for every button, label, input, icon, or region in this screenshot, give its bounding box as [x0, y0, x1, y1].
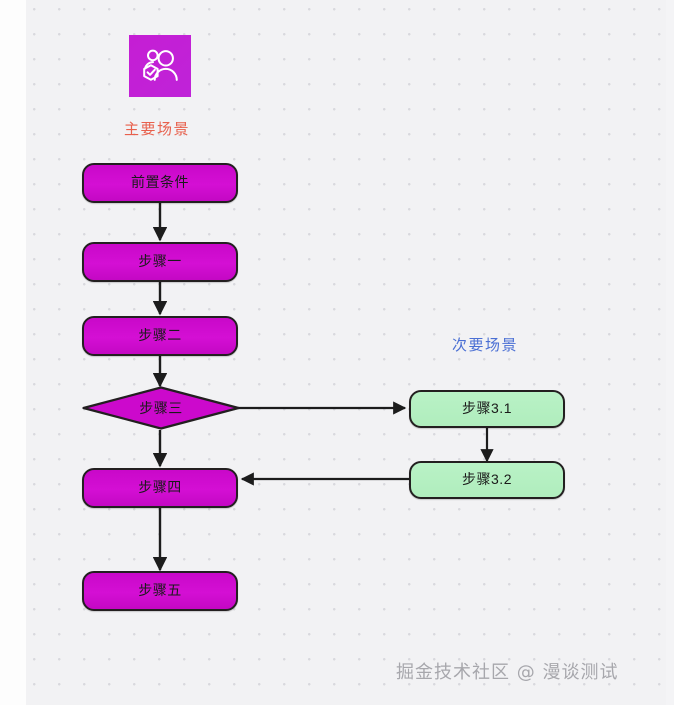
node-step5-label: 步骤五	[138, 582, 182, 599]
node-step32[interactable]: 步骤3.2	[409, 461, 565, 499]
node-step31[interactable]: 步骤3.1	[409, 390, 565, 428]
node-step2[interactable]: 步骤二	[82, 316, 238, 356]
node-step5[interactable]: 步骤五	[82, 571, 238, 611]
caption-secondary-scenario: 次要场景	[452, 337, 519, 354]
node-precondition[interactable]: 前置条件	[82, 163, 238, 203]
node-step2-label: 步骤二	[138, 327, 182, 344]
caption-primary-scenario: 主要场景	[124, 121, 191, 138]
node-step3-label: 步骤三	[139, 400, 183, 416]
canvas-right-margin	[666, 0, 674, 705]
watermark-text: 掘金技术社区 @ 漫谈测试	[396, 662, 619, 683]
node-step1[interactable]: 步骤一	[82, 242, 238, 282]
node-step3[interactable]: 步骤三	[82, 386, 240, 430]
canvas-left-margin	[0, 0, 26, 705]
node-step31-label: 步骤3.1	[462, 400, 512, 417]
node-step1-label: 步骤一	[138, 253, 182, 270]
users-verified-icon	[129, 35, 191, 97]
node-step32-label: 步骤3.2	[462, 471, 512, 488]
node-step4-label: 步骤四	[138, 479, 182, 496]
node-step4[interactable]: 步骤四	[82, 468, 238, 508]
node-precondition-label: 前置条件	[131, 174, 189, 191]
